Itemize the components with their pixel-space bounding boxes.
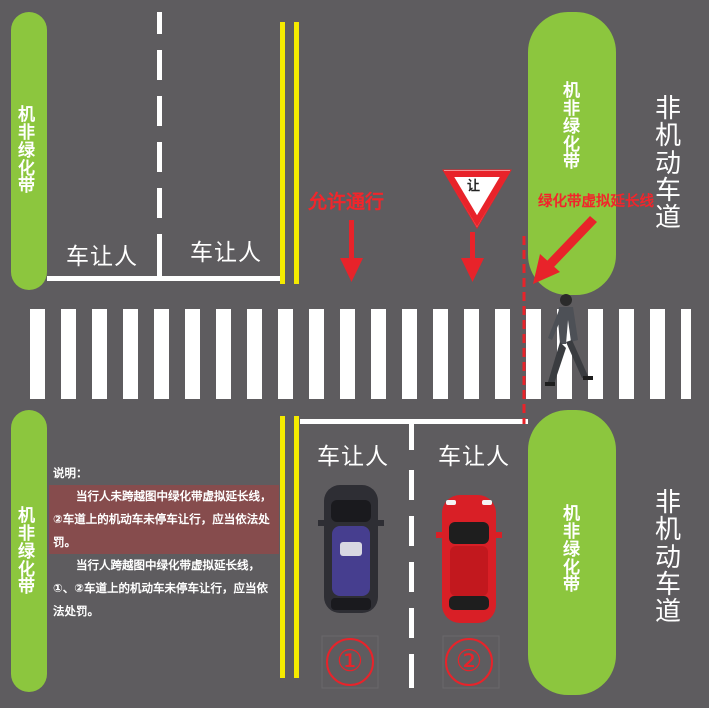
center-double-yellow-bottom [280, 416, 299, 678]
allow-passage-note: 允许通行 [308, 191, 385, 213]
greenbelt-bottom-left [11, 410, 47, 692]
yield-text-bottom-lane-1: 车让人 [317, 444, 389, 470]
car-lane-1 [318, 485, 384, 613]
yield-sign-text: 让 [467, 179, 481, 194]
non-motor-lane-label-bottom: 非 机 动 车 道 [655, 488, 682, 628]
greenbelt-label-bottom-right: 机 非 绿 化 带 [563, 504, 580, 596]
yield-text-top-lane-1: 车让人 [66, 244, 138, 270]
extension-line-note: 绿化带虚拟延长线 [538, 194, 654, 210]
bottom-stop-line [300, 419, 528, 424]
lane-1-frame [321, 635, 379, 689]
greenbelt-bottom-right [528, 410, 616, 695]
lane-number-1: ① [326, 638, 374, 686]
explanation-title: 说明： [53, 466, 88, 480]
yield-text-bottom-lane-2: 车让人 [438, 444, 510, 470]
greenbelt-label-top-left: 机 非 绿 化 带 [18, 105, 35, 197]
explanation-box: 说明： 当行人未跨越图中绿化带虚拟延长线，②车道上的机动车未停车让行，应当依法处… [49, 462, 279, 623]
top-stop-line [47, 276, 280, 281]
lane-2-frame [442, 635, 500, 689]
center-double-yellow-top [280, 22, 299, 284]
top-lane-divider [157, 12, 162, 276]
car-lane-2 [436, 495, 502, 623]
explanation-para-1: 当行人未跨越图中绿化带虚拟延长线，②车道上的机动车未停车让行，应当依法处罚。 [49, 485, 279, 554]
lane-number-2: ② [445, 638, 493, 686]
arrow-allow [340, 220, 363, 282]
arrow-extension [533, 216, 597, 284]
greenbelt-label-bottom-left: 机 非 绿 化 带 [18, 506, 35, 598]
arrow-yield [461, 232, 484, 282]
greenbelt-label-top-right: 机 非 绿 化 带 [563, 81, 580, 173]
greenbelt-top-left [11, 12, 47, 290]
yield-sign [442, 169, 512, 229]
non-motor-lane-label-top: 非 机 动 车 道 [655, 94, 682, 234]
pedestrian [545, 294, 593, 386]
bottom-lane-divider [409, 424, 414, 688]
explanation-para-2: 当行人跨越图中绿化带虚拟延长线，①、②车道上的机动车未停车让行，应当依法处罚。 [53, 558, 268, 618]
yield-text-top-lane-2: 车让人 [190, 240, 262, 266]
